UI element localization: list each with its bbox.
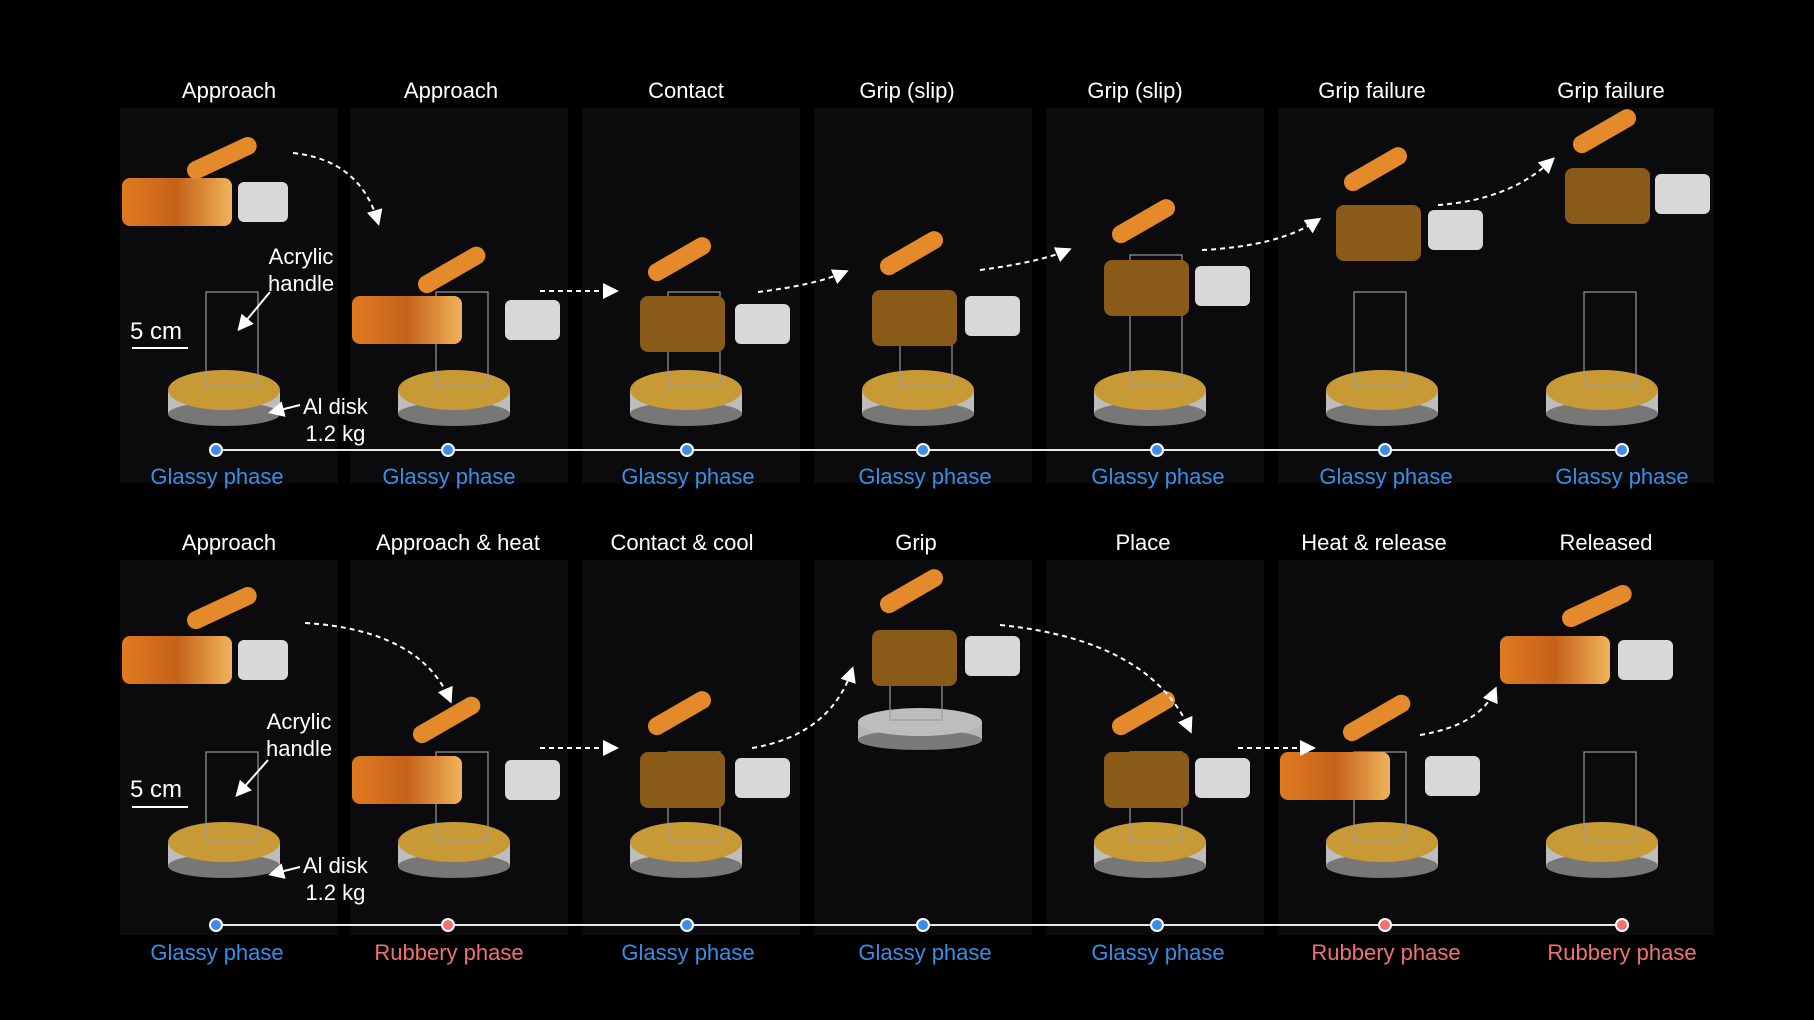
phase-label: Glassy phase bbox=[621, 940, 755, 965]
phase-label: Glassy phase bbox=[858, 940, 992, 965]
phase-dot bbox=[1150, 918, 1164, 932]
step-title: Approach bbox=[403, 78, 499, 103]
scale-bar bbox=[132, 347, 188, 349]
phase-dot bbox=[1378, 918, 1392, 932]
phase-label: Glassy phase bbox=[150, 940, 284, 965]
step-title: Contact & cool bbox=[610, 530, 754, 555]
step-title: Grip failure bbox=[1318, 78, 1426, 103]
photo-panel-4 bbox=[814, 108, 1032, 483]
step-title: Grip bbox=[895, 530, 937, 555]
step-title: Grip (slip) bbox=[1087, 78, 1183, 103]
step-title: Approach bbox=[181, 530, 277, 555]
photo-panel-2 bbox=[350, 108, 568, 483]
photo-panel-6 bbox=[1278, 108, 1496, 483]
step-title: Heat & release bbox=[1301, 530, 1447, 555]
phase-dot bbox=[916, 443, 930, 457]
phase-label: Glassy phase bbox=[1555, 464, 1689, 489]
photo-panel-5 bbox=[1046, 108, 1264, 483]
phase-label: Rubbery phase bbox=[374, 940, 524, 965]
phase-label: Glassy phase bbox=[858, 464, 992, 489]
phase-dot bbox=[441, 443, 455, 457]
step-title: Grip failure bbox=[1557, 78, 1665, 103]
step-title: Approach & heat bbox=[376, 530, 540, 555]
phase-dot bbox=[1150, 443, 1164, 457]
scale-bar bbox=[132, 806, 188, 808]
phase-label: Rubbery phase bbox=[1311, 940, 1461, 965]
phase-label: Glassy phase bbox=[621, 464, 755, 489]
photo-panel-6 bbox=[1278, 560, 1496, 935]
phase-dot bbox=[1615, 918, 1629, 932]
photo-panel-7 bbox=[1496, 108, 1714, 483]
phase-dot bbox=[1378, 443, 1392, 457]
phase-dot bbox=[441, 918, 455, 932]
photo-panel-2 bbox=[350, 560, 568, 935]
step-title: Grip (slip) bbox=[859, 78, 955, 103]
phase-label: Glassy phase bbox=[1319, 464, 1453, 489]
photo-panel-7 bbox=[1496, 560, 1714, 935]
photo-panel-5 bbox=[1046, 560, 1264, 935]
phase-label: Glassy phase bbox=[150, 464, 284, 489]
phase-dot bbox=[209, 443, 223, 457]
step-title: Approach bbox=[181, 78, 277, 103]
step-title: Released bbox=[1559, 530, 1653, 555]
phase-dot bbox=[1615, 443, 1629, 457]
phase-dot bbox=[680, 443, 694, 457]
photo-panel-3 bbox=[582, 560, 800, 935]
phase-label: Glassy phase bbox=[1091, 940, 1225, 965]
phase-dot bbox=[680, 918, 694, 932]
phase-label: Glassy phase bbox=[1091, 464, 1225, 489]
step-title: Contact bbox=[648, 78, 724, 103]
phase-dot bbox=[916, 918, 930, 932]
step-title: Place bbox=[1115, 530, 1171, 555]
phase-label: Rubbery phase bbox=[1547, 940, 1697, 965]
photo-panel-3 bbox=[582, 108, 800, 483]
photo-panel-4 bbox=[814, 560, 1032, 935]
scale-label: 5 cm bbox=[130, 776, 183, 803]
scale-label: 5 cm bbox=[130, 318, 183, 345]
phase-dot bbox=[209, 918, 223, 932]
phase-label: Glassy phase bbox=[382, 464, 516, 489]
